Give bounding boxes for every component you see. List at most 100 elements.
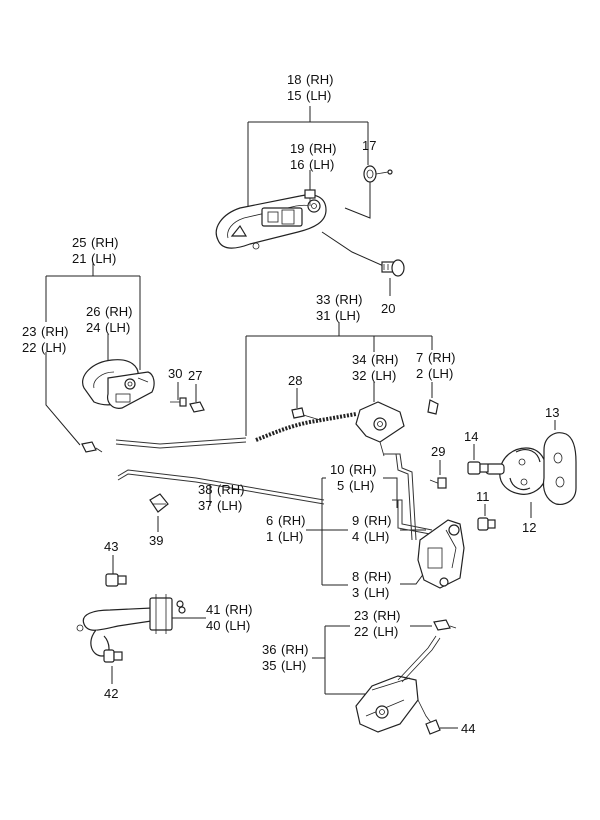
striker-plate-icon (542, 432, 577, 505)
label-32-lh: (LH) (371, 368, 396, 383)
label-23-upper-rh: (RH) (41, 324, 68, 339)
label-8-rh: (RH) (364, 569, 391, 584)
label-28: 28 (288, 373, 302, 388)
label-36-rh: (RH) (281, 642, 308, 657)
label-37-lh: (LH) (217, 498, 242, 513)
label-21-lh: (LH) (91, 251, 116, 266)
label-8: 8 (352, 569, 359, 584)
checker-icon (76, 594, 186, 657)
checker-bolt-icon (105, 573, 127, 587)
label-1-lh: (LH) (278, 529, 303, 544)
label-6-rh: (RH) (278, 513, 305, 528)
label-31-lh: (LH) (335, 308, 360, 323)
actuator-icon (355, 635, 441, 733)
label-5: 5 (337, 478, 344, 493)
bell-crank-icon (355, 401, 405, 457)
rod-clip-icon (427, 399, 439, 415)
label-26-rh: (RH) (105, 304, 132, 319)
label-9-rh: (RH) (364, 513, 391, 528)
label-40: 40 (206, 618, 220, 633)
latch-rods-icon (384, 453, 433, 541)
label-19-rh: (RH) (309, 141, 336, 156)
label-33-rh: (RH) (335, 292, 362, 307)
cap-icon (189, 401, 205, 413)
label-24-lh: (LH) (105, 320, 130, 335)
lock-rod-icon (117, 469, 325, 505)
label-35: 35 (262, 658, 276, 673)
inside-handle-icon (82, 359, 155, 409)
label-10: 10 (330, 462, 344, 477)
label-7: 7 (416, 350, 423, 365)
label-38-rh: (RH) (217, 482, 244, 497)
label-4-lh: (LH) (364, 529, 389, 544)
label-34: 34 (352, 352, 366, 367)
label-16: 16 (290, 157, 304, 172)
label-29: 29 (431, 444, 445, 459)
clip-icon-28 (291, 407, 305, 419)
label-15: 15 (287, 88, 301, 103)
label-25: 25 (72, 235, 86, 250)
lower-clip-icon (433, 619, 457, 631)
rod-guide-clip-icon (149, 493, 169, 513)
label-26: 26 (86, 304, 100, 319)
label-44: 44 (461, 721, 475, 736)
inside-handle-rod-icon (115, 437, 247, 449)
label-1: 1 (266, 529, 273, 544)
striker-icon (485, 447, 547, 495)
label-16-lh: (LH) (309, 157, 334, 172)
label-27: 27 (188, 368, 202, 383)
part-labels: 18 (RH) 15 (LH) 19 (RH) 16 (LH) 17 20 25… (22, 72, 559, 736)
label-23-upper: 23 (22, 324, 36, 339)
label-17: 17 (362, 138, 376, 153)
label-37: 37 (198, 498, 212, 513)
label-23-lower: 23 (354, 608, 368, 623)
label-3-lh: (LH) (364, 585, 389, 600)
label-12: 12 (522, 520, 536, 535)
label-41: 41 (206, 602, 220, 617)
label-15-lh: (LH) (306, 88, 331, 103)
label-20: 20 (381, 301, 395, 316)
bolt-icon (381, 259, 405, 277)
label-34-rh: (RH) (371, 352, 398, 367)
handle-rod-clip-icon (304, 189, 316, 206)
label-13: 13 (545, 405, 559, 420)
label-22-lower: 22 (354, 624, 368, 639)
label-40-lh: (LH) (225, 618, 250, 633)
label-3: 3 (352, 585, 359, 600)
label-41-rh: (RH) (225, 602, 252, 617)
label-42: 42 (104, 686, 118, 701)
label-30: 30 (168, 366, 182, 381)
label-21: 21 (72, 251, 86, 266)
label-6: 6 (266, 513, 273, 528)
label-22-upper-lh: (LH) (41, 340, 66, 355)
label-4: 4 (352, 529, 359, 544)
label-38: 38 (198, 482, 212, 497)
actuator-screw-icon (425, 719, 441, 735)
outside-handle-icon (215, 194, 327, 250)
screw-icon (170, 397, 187, 407)
label-5-lh: (LH) (349, 478, 374, 493)
label-2-lh: (LH) (428, 366, 453, 381)
clip-icon (81, 441, 103, 453)
label-32: 32 (352, 368, 366, 383)
latch-bolt-icon (429, 477, 447, 489)
label-11: 11 (476, 489, 490, 504)
label-7-rh: (RH) (428, 350, 455, 365)
label-39: 39 (149, 533, 163, 548)
label-18: 18 (287, 72, 301, 87)
label-33: 33 (316, 292, 330, 307)
striker-bolt-icon (467, 461, 489, 475)
latch-icon (417, 519, 465, 589)
label-24: 24 (86, 320, 100, 335)
label-22-upper: 22 (22, 340, 36, 355)
cable-icon (255, 412, 357, 442)
label-23-lower-rh: (RH) (373, 608, 400, 623)
label-31: 31 (316, 308, 330, 323)
label-9: 9 (352, 513, 359, 528)
label-36: 36 (262, 642, 276, 657)
label-14: 14 (464, 429, 478, 444)
label-18-rh: (RH) (306, 72, 333, 87)
label-19: 19 (290, 141, 304, 156)
label-25-rh: (RH) (91, 235, 118, 250)
